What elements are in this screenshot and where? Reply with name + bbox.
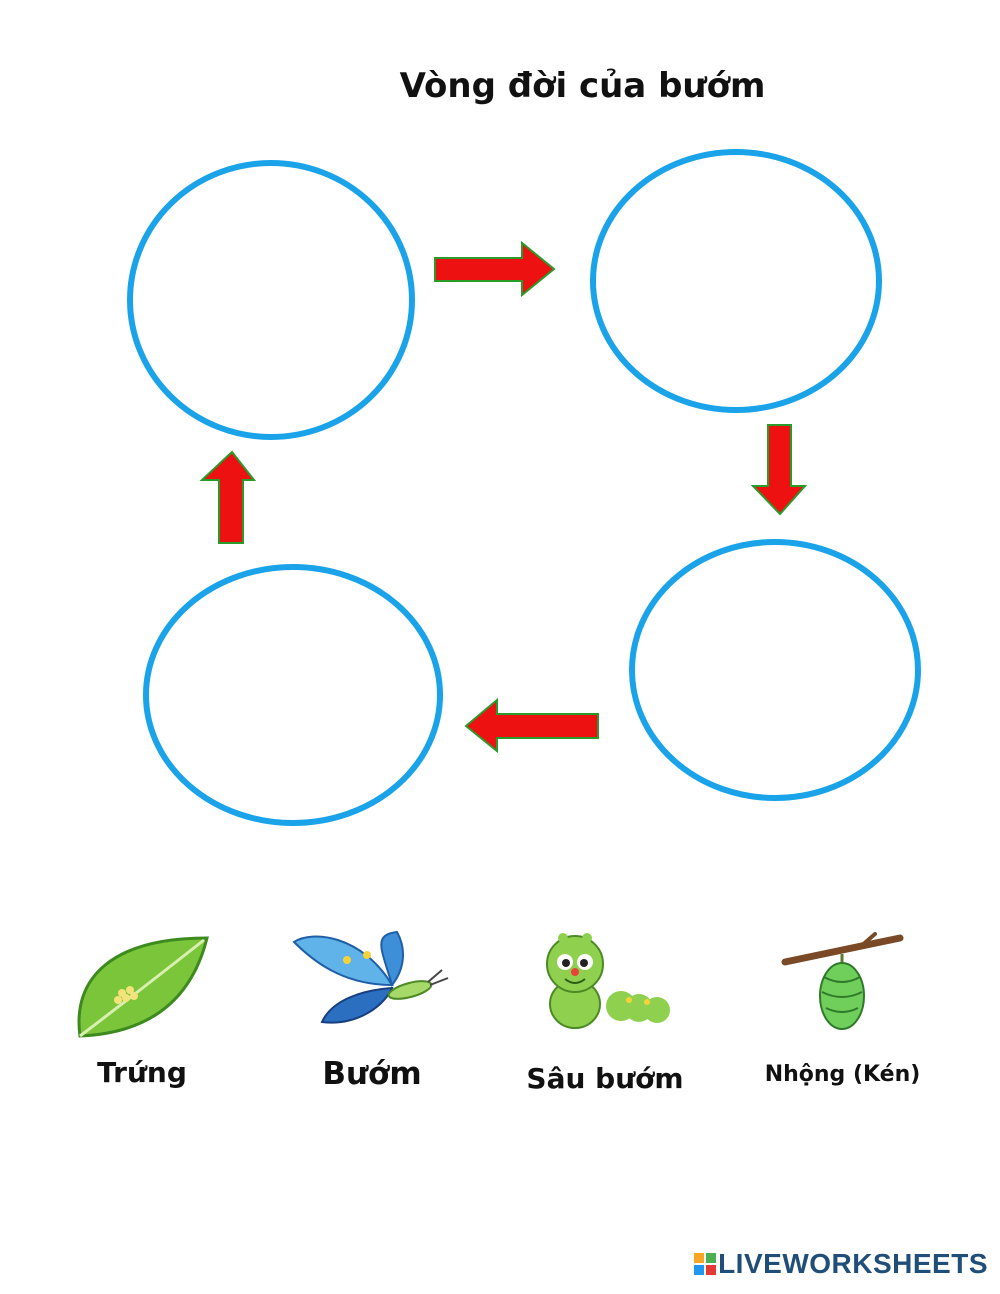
drop-slot-top-right[interactable] [593, 152, 879, 410]
leaf-with-eggs-icon [72, 928, 212, 1043]
arrow-up-icon [202, 452, 254, 543]
butterfly-icon [292, 930, 452, 1030]
life-cycle-diagram [0, 0, 1000, 860]
arrow-left-icon [466, 700, 598, 751]
chrysalis-icon [780, 932, 905, 1032]
drop-slot-bottom-right[interactable] [632, 542, 918, 798]
caterpillar-icon [535, 932, 675, 1032]
answer-card-caterpillar[interactable]: Sâu bướm [535, 932, 675, 1102]
liveworksheets-logo-icon [694, 1253, 716, 1275]
brand-name: LIVEWORKSHEETS [718, 1248, 988, 1280]
answer-card-chrysalis[interactable]: Nhộng (Kén) [780, 932, 905, 1102]
answer-label-caterpillar[interactable]: Sâu bướm [515, 1062, 695, 1095]
arrow-down-icon [753, 425, 805, 514]
answer-card-egg[interactable]: Trứng [72, 928, 212, 1108]
answer-label-egg[interactable]: Trứng [52, 1056, 232, 1089]
arrow-right-icon [435, 243, 554, 295]
answer-card-butterfly[interactable]: Bướm [292, 930, 452, 1100]
drop-slot-top-left[interactable] [130, 163, 412, 437]
brand-logo[interactable]: LIVEWORKSHEETS [694, 1248, 988, 1280]
answer-label-butterfly[interactable]: Bướm [272, 1056, 472, 1092]
drop-slot-bottom-left[interactable] [146, 567, 440, 823]
answer-label-chrysalis[interactable]: Nhộng (Kén) [760, 1062, 925, 1087]
